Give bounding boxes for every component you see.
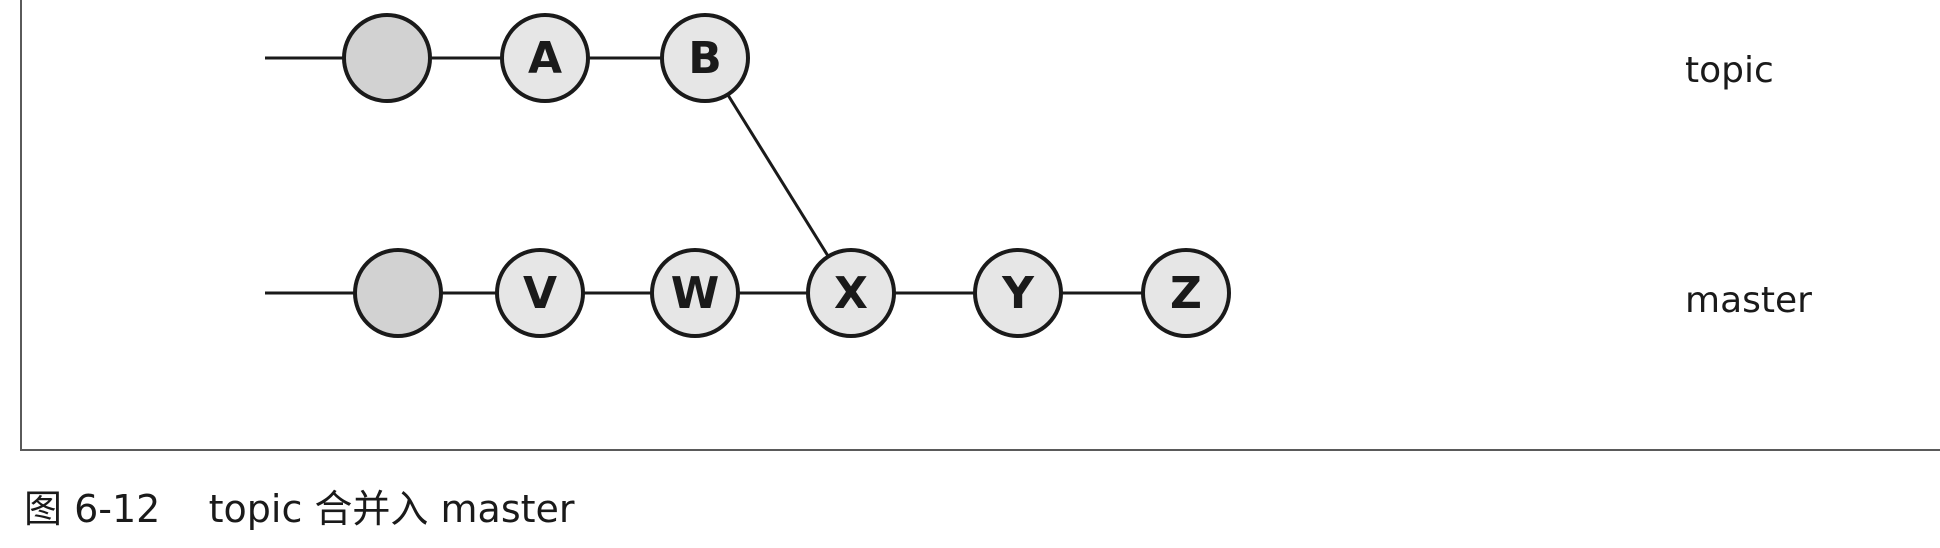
commit-node-topic-base [342,13,432,103]
commit-node-v: V [495,248,585,338]
commit-circle [1141,248,1231,338]
commit-circle [342,13,432,103]
commit-node-b: B [660,13,750,103]
branch-label-master: master [1685,280,1812,321]
commit-circle [353,248,443,338]
commit-label: B [688,33,722,84]
commit-circle [806,248,896,338]
commit-circle [660,13,750,103]
figure-frame [20,0,1940,451]
commit-label: Y [1001,268,1035,319]
commit-node-x: X [806,248,896,338]
commit-graph: A B V W X Y Z topic master [265,13,1812,338]
commit-circle [973,248,1063,338]
commit-circle [650,248,740,338]
branch-label-topic: topic [1685,50,1774,91]
commit-node-w: W [650,248,740,338]
commit-circle [495,248,585,338]
commit-node-z: Z [1141,248,1231,338]
commit-circle [500,13,590,103]
commit-node-master-base [353,248,443,338]
commit-label: X [834,268,868,319]
commit-node-a: A [500,13,590,103]
nodes-layer: A B V W X Y Z [342,13,1231,338]
commit-node-y: Y [973,248,1063,338]
commit-label: A [528,33,562,84]
branch-labels-layer: topic master [1685,50,1812,321]
commit-label: W [671,268,720,319]
edge-B-to-X [703,57,853,294]
commit-label: Z [1170,268,1202,319]
commit-label: V [523,268,557,319]
figure-caption: 图 6-12 topic 合并入 master [24,487,575,531]
